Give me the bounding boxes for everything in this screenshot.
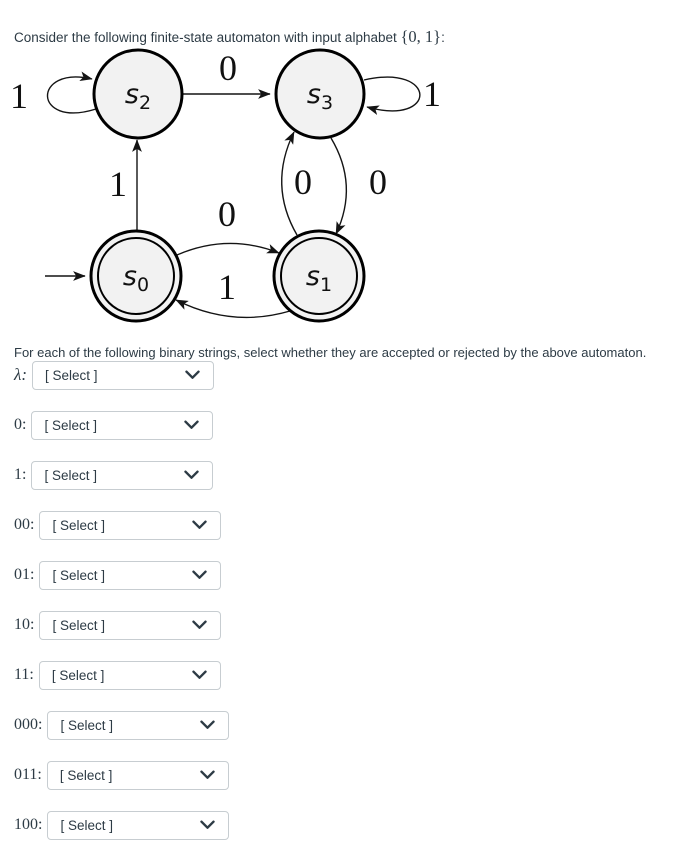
answer-row-0: 0: [ Select ] [14, 410, 229, 440]
select-01[interactable]: [ Select ] [39, 560, 222, 590]
binary-string-label: 0: [14, 416, 27, 433]
answer-row-100: 100: [ Select ] [14, 810, 230, 840]
state-s2-label: s2 [125, 79, 151, 114]
binary-string-label: 000: [14, 716, 43, 733]
answer-row-00: 00: [ Select ] [14, 510, 229, 540]
question-prompt: Consider the following finite-state auto… [14, 26, 445, 47]
select-value: [ Select ] [52, 517, 105, 533]
state-s1-inner-circle [280, 237, 358, 315]
state-s2: s2 [92, 48, 184, 140]
edge-label-s1-s3: 0 [294, 162, 312, 202]
instruction-text: For each of the following binary strings… [14, 345, 647, 360]
transition-s2-self-loop [46, 71, 97, 114]
chevron-down-icon [192, 570, 208, 579]
state-s1-label: s1 [306, 261, 332, 296]
binary-string-label: 01: [14, 566, 35, 583]
automaton-diagram: 1 0 1 1 0 0 0 1 s2 s3 s0 s1 [10, 48, 441, 323]
state-s3-circle [274, 48, 366, 140]
state-s0-inner-circle [97, 237, 175, 315]
chevron-down-icon [192, 620, 208, 629]
select-1[interactable]: [ Select ] [31, 460, 214, 490]
prompt-text: Consider the following finite-state auto… [14, 29, 401, 45]
transition-s1-to-s0 [175, 299, 291, 319]
transition-s0-to-s1 [176, 242, 280, 256]
state-s0-label: s0 [123, 261, 149, 296]
select-011[interactable]: [ Select ] [46, 760, 229, 790]
binary-string-label: 00: [14, 516, 35, 533]
edge-label-s1-s0: 1 [218, 267, 236, 307]
transition-s3-to-s1 [330, 137, 348, 235]
binary-string-label: 10: [14, 616, 35, 633]
binary-string-label: λ: [14, 365, 28, 384]
select-value: [ Select ] [44, 467, 97, 483]
select-000[interactable]: [ Select ] [47, 710, 230, 740]
chevron-down-icon [184, 470, 200, 479]
select-value: [ Select ] [45, 367, 98, 383]
state-s0-circle [89, 229, 183, 323]
prompt-colon: : [441, 29, 445, 45]
chevron-down-icon [200, 770, 215, 779]
answer-row-01: 01: [ Select ] [14, 560, 229, 590]
select-value: [ Select ] [51, 667, 105, 683]
edge-label-s0-s1: 0 [218, 194, 236, 234]
state-s3-label: s3 [307, 79, 333, 114]
answer-rows: λ: [ Select ] 0: [ Select ] 1: [ Select … [14, 360, 230, 859]
select-00[interactable]: [ Select ] [39, 510, 222, 540]
select-11[interactable]: [ Select ] [38, 660, 221, 690]
select-value: [ Select ] [60, 817, 113, 833]
state-s1-circle [272, 229, 366, 323]
binary-string-label: 100: [14, 816, 43, 833]
chevron-down-icon [200, 720, 216, 729]
transition-s3-self-loop [363, 76, 421, 115]
answer-row-000: 000: [ Select ] [14, 710, 230, 740]
select-lambda[interactable]: [ Select ] [32, 360, 215, 390]
state-s1: s1 [272, 229, 366, 323]
binary-string-label: 11: [14, 666, 34, 683]
answer-row-lambda: λ: [ Select ] [14, 360, 229, 390]
answer-row-10: 10: [ Select ] [14, 610, 229, 640]
chevron-down-icon [184, 420, 200, 429]
answer-row-011: 011: [ Select ] [14, 760, 229, 790]
select-value: [ Select ] [44, 417, 97, 433]
edge-label-s3-s1: 0 [369, 162, 387, 202]
select-value: [ Select ] [59, 767, 113, 783]
chevron-down-icon [192, 670, 207, 679]
transition-s1-to-s3 [281, 131, 298, 236]
select-value: [ Select ] [60, 717, 113, 733]
binary-string-label: 1: [14, 466, 27, 483]
state-s3: s3 [274, 48, 366, 140]
select-0[interactable]: [ Select ] [31, 410, 214, 440]
chevron-down-icon [192, 520, 208, 529]
state-s2-circle [92, 48, 184, 140]
select-100[interactable]: [ Select ] [47, 810, 230, 840]
chevron-down-icon [200, 820, 216, 829]
chevron-down-icon [185, 370, 200, 379]
edge-label-s0-s2: 1 [109, 164, 127, 204]
edge-label-s2-loop: 1 [10, 76, 28, 116]
answer-row-11: 11: [ Select ] [14, 660, 229, 690]
edge-label-s3-loop: 1 [423, 74, 441, 114]
answer-row-1: 1: [ Select ] [14, 460, 229, 490]
binary-string-label: 011: [14, 766, 42, 783]
alphabet-set: {0, 1} [400, 26, 442, 46]
select-10[interactable]: [ Select ] [39, 610, 222, 640]
select-value: [ Select ] [52, 617, 105, 633]
state-s0: s0 [89, 229, 183, 323]
edge-label-s2-s3: 0 [219, 48, 237, 88]
select-value: [ Select ] [52, 567, 105, 583]
